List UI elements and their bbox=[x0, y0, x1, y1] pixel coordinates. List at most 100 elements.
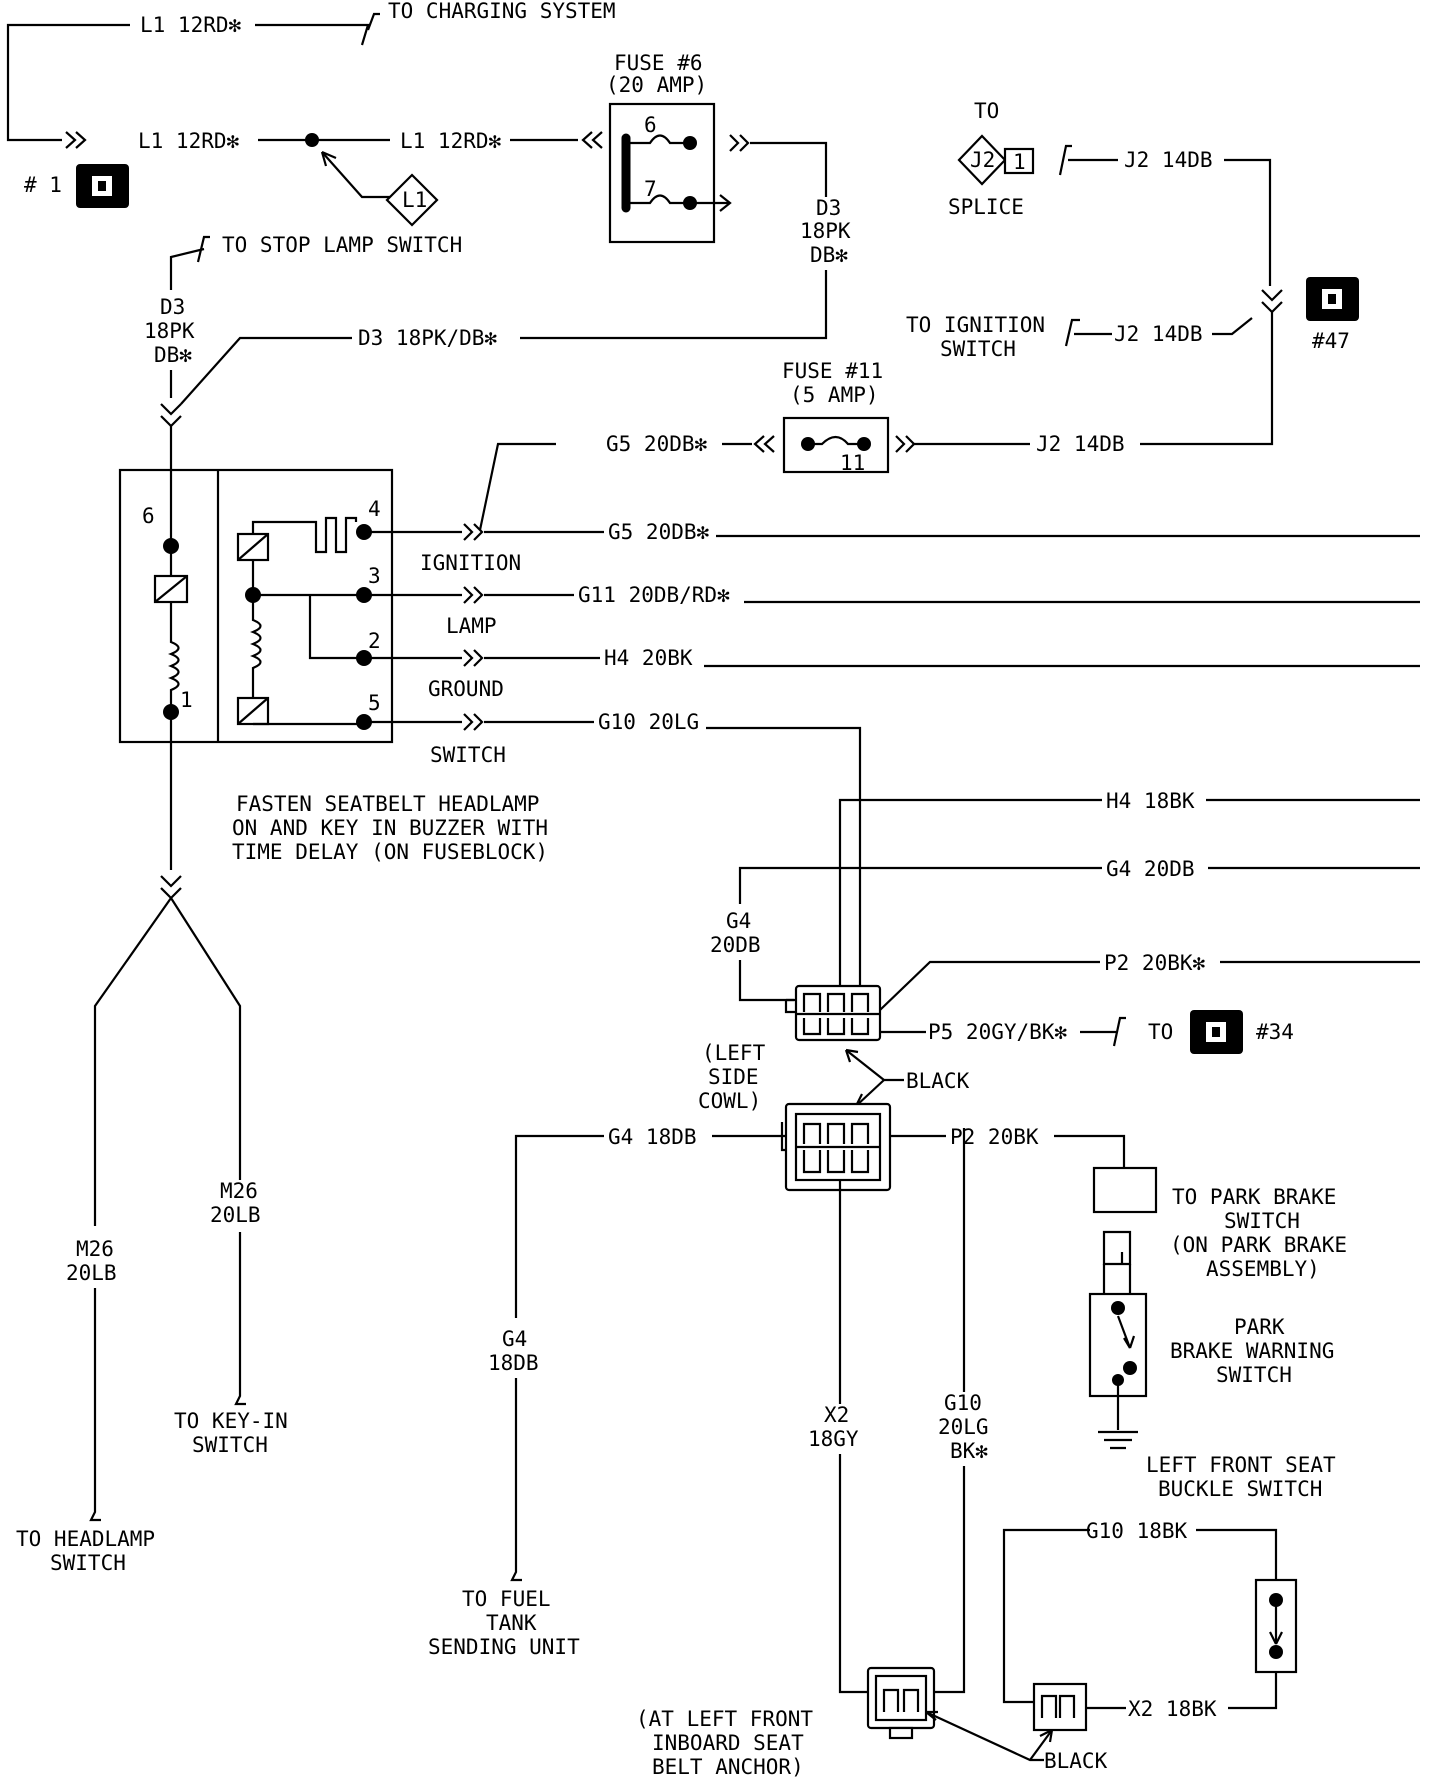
label-x2-18bk: X2 18BK bbox=[1128, 1697, 1217, 1721]
label-j2-top: J2 14DB bbox=[1124, 148, 1213, 172]
label-to-fuel-3: SENDING UNIT bbox=[428, 1635, 580, 1659]
label-pin-2: 2 bbox=[368, 629, 381, 653]
buckle-connector bbox=[1032, 1682, 1088, 1732]
label-to-fuel-2: TANK bbox=[486, 1611, 537, 1635]
label-park-2: BRAKE WARNING bbox=[1170, 1339, 1334, 1363]
label-fuse11-title: FUSE #11 bbox=[782, 359, 883, 383]
label-park-3: SWITCH bbox=[1216, 1363, 1292, 1387]
label-to-ignition-2: SWITCH bbox=[940, 337, 1016, 361]
label-fuse6-amp: (20 AMP) bbox=[606, 73, 707, 97]
label-g4-v1: G4 bbox=[726, 909, 751, 933]
label-buzzer-2: ON AND KEY IN BUZZER WITH bbox=[232, 816, 548, 840]
label-to-headlamp-1: TO HEADLAMP bbox=[16, 1527, 155, 1551]
label-to-34: TO bbox=[1148, 1020, 1173, 1044]
label-g5-top: G5 20DB✻ bbox=[606, 432, 708, 456]
label-left-side-3: COWL) bbox=[698, 1089, 761, 1113]
label-to-park-1: TO PARK BRAKE bbox=[1172, 1185, 1336, 1209]
label-switch: SWITCH bbox=[430, 743, 506, 767]
label-h4-20bk: H4 20BK bbox=[604, 646, 693, 670]
label-buckle-2: BUCKLE SWITCH bbox=[1158, 1477, 1322, 1501]
label-to-stop-lamp: TO STOP LAMP SWITCH bbox=[222, 233, 462, 257]
label-g10-v3: BK✻ bbox=[950, 1439, 988, 1463]
label-p2-20bk-top: P2 20BK✻ bbox=[1104, 951, 1206, 975]
label-d3-r2: 18PK bbox=[800, 219, 851, 243]
label-lamp: LAMP bbox=[446, 614, 497, 638]
label-to-fuel-1: TO FUEL bbox=[462, 1587, 551, 1611]
label-m26-r2: 20LB bbox=[210, 1203, 261, 1227]
label-buzzer-1: FASTEN SEATBELT HEADLAMP bbox=[236, 792, 539, 816]
label-to-park-4: ASSEMBLY) bbox=[1206, 1257, 1320, 1281]
label-g5-mid: G5 20DB✻ bbox=[608, 520, 710, 544]
label-p5: P5 20GY/BK✻ bbox=[928, 1020, 1067, 1044]
label-l1-left: L1 12RD✻ bbox=[138, 129, 240, 153]
label-anchor-2: INBOARD SEAT bbox=[652, 1731, 804, 1755]
l1-circuit bbox=[6, 12, 603, 227]
label-fuse11-num: 11 bbox=[840, 451, 865, 475]
label-h4-18bk: H4 18BK bbox=[1106, 789, 1195, 813]
label-x2-2: 18GY bbox=[808, 1427, 859, 1451]
connector-upper bbox=[784, 984, 882, 1042]
label-g4-20db: G4 20DB bbox=[1106, 857, 1195, 881]
label-black-2: BLACK bbox=[1044, 1749, 1108, 1773]
label-black-1: BLACK bbox=[906, 1069, 970, 1093]
connector-1-icon bbox=[76, 164, 129, 208]
label-pin-4: 4 bbox=[368, 497, 381, 521]
label-d3-l2: 18PK bbox=[144, 319, 195, 343]
label-to-splice: TO bbox=[974, 99, 999, 123]
label-left-side-1: (LEFT bbox=[702, 1041, 766, 1065]
label-j2-low: J2 14DB bbox=[1036, 432, 1125, 456]
label-l1-diamond: L1 bbox=[402, 188, 427, 212]
label-m26-l1: M26 bbox=[76, 1237, 114, 1261]
label-to-ignition-1: TO IGNITION bbox=[906, 313, 1045, 337]
label-m26-r1: M26 bbox=[220, 1179, 258, 1203]
connector-47-icon bbox=[1306, 277, 1359, 321]
label-buzzer-3: TIME DELAY (ON FUSEBLOCK) bbox=[232, 840, 548, 864]
label-fuse6-pin6: 6 bbox=[644, 113, 657, 137]
label-x2-1: X2 bbox=[824, 1403, 849, 1427]
label-j2-num: 1 bbox=[1013, 150, 1026, 174]
label-to-park-3: (ON PARK BRAKE bbox=[1170, 1233, 1347, 1257]
label-to-keyin-2: SWITCH bbox=[192, 1433, 268, 1457]
label-fuse6-title: FUSE #6 bbox=[614, 51, 703, 75]
fuse-11 bbox=[782, 416, 890, 474]
label-buckle-1: LEFT FRONT SEAT bbox=[1146, 1453, 1336, 1477]
label-splice: SPLICE bbox=[948, 195, 1024, 219]
label-to-park-2: SWITCH bbox=[1224, 1209, 1300, 1233]
label-pin-3: 3 bbox=[368, 564, 381, 588]
label-connector-47: #47 bbox=[1312, 329, 1350, 353]
label-anchor-3: BELT ANCHOR) bbox=[652, 1755, 804, 1779]
fuse-6 bbox=[608, 102, 750, 244]
label-g10-v2: 20LG bbox=[938, 1415, 989, 1439]
label-g4-18db: G4 18DB bbox=[608, 1125, 697, 1149]
label-g10-18bk: G10 18BK bbox=[1086, 1519, 1188, 1543]
label-d3-horiz: D3 18PK/DB✻ bbox=[358, 326, 497, 350]
label-g4-v18-1: G4 bbox=[502, 1327, 527, 1351]
buckle-switch bbox=[1254, 1578, 1298, 1674]
label-connector-1: # 1 bbox=[24, 173, 62, 197]
label-to-keyin-1: TO KEY-IN bbox=[174, 1409, 288, 1433]
label-j2-diamond: J2 bbox=[970, 148, 995, 172]
label-m26-l2: 20LB bbox=[66, 1261, 117, 1285]
label-left-side-2: SIDE bbox=[708, 1065, 759, 1089]
label-d3-l1: D3 bbox=[160, 295, 185, 319]
label-pin-6: 6 bbox=[142, 504, 155, 528]
label-g11: G11 20DB/RD✻ bbox=[578, 583, 730, 607]
label-d3-r1: D3 bbox=[816, 196, 841, 220]
label-d3-l3: DB✻ bbox=[154, 343, 192, 367]
label-d3-r3: DB✻ bbox=[810, 243, 848, 267]
label-g10-v1: G10 bbox=[944, 1391, 982, 1415]
label-pin-5: 5 bbox=[368, 691, 381, 715]
l1-diamond bbox=[385, 173, 439, 227]
label-ground: GROUND bbox=[428, 677, 504, 701]
j2-splice bbox=[957, 134, 1035, 186]
label-g4-v2: 20DB bbox=[710, 933, 761, 957]
park-brake-switch bbox=[1088, 1166, 1158, 1450]
label-to-charging: TO CHARGING SYSTEM bbox=[388, 0, 616, 23]
buzzer-module bbox=[118, 426, 394, 870]
connector-34-icon bbox=[1190, 1010, 1243, 1054]
label-fuse11-amp: (5 AMP) bbox=[790, 383, 879, 407]
label-park-1: PARK bbox=[1234, 1315, 1285, 1339]
label-j2-mid: J2 14DB bbox=[1114, 322, 1203, 346]
label-l1-right: L1 12RD✻ bbox=[400, 129, 502, 153]
